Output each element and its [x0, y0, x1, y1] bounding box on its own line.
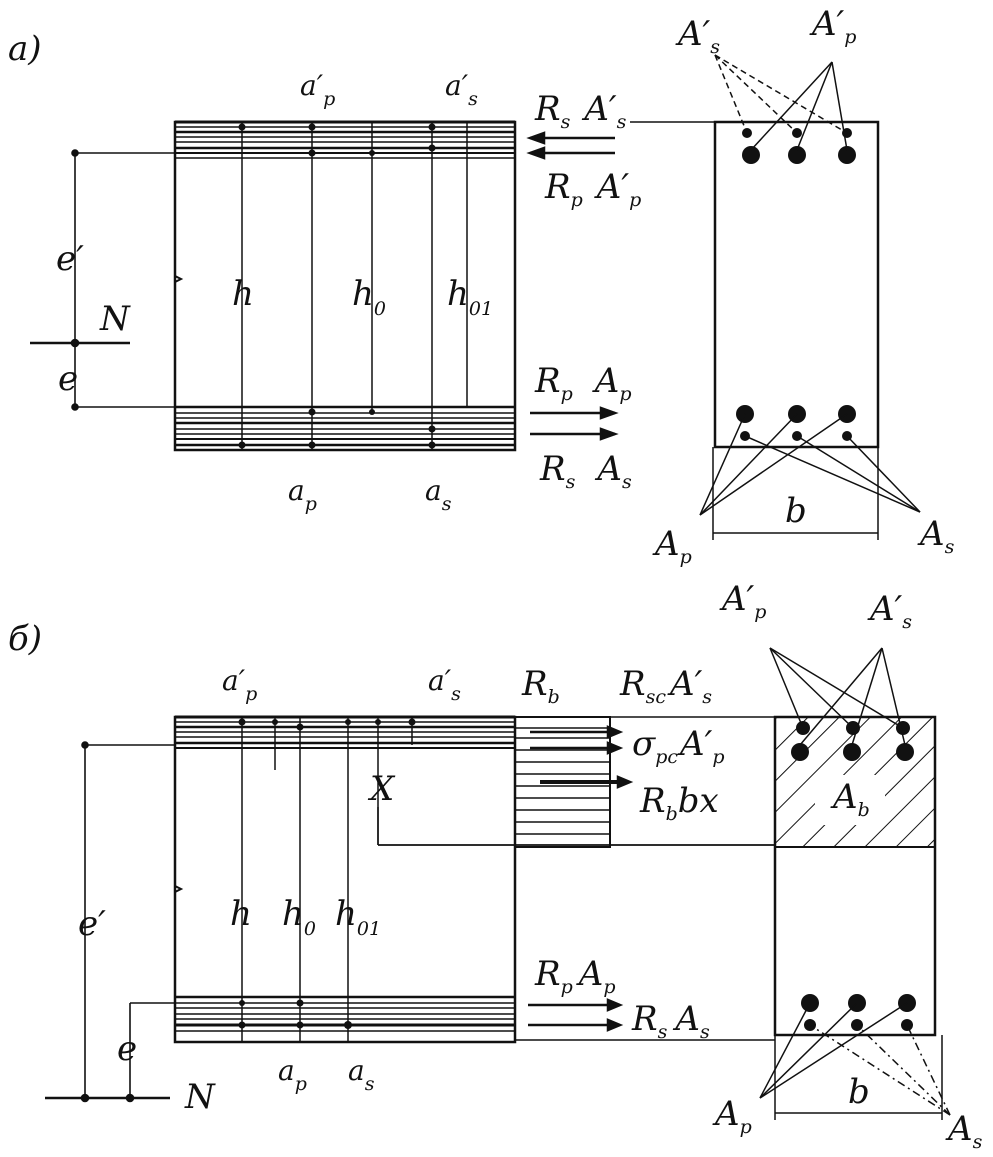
panel-b-force-sigma-pc-Ap-prime: σpcA′p: [632, 724, 724, 768]
panel-a-sec-Ap: Ap: [652, 524, 692, 568]
panel-b-stress-block: [514, 716, 775, 1042]
panel-a-section-leaders: [699, 54, 921, 540]
panel-a-as-prime: a′s: [445, 69, 478, 110]
panel-b-N: N: [184, 1077, 216, 1117]
panel-b-sec-Ap-prime: A′p: [719, 579, 766, 623]
panel-b-dim-ticks: [238, 718, 416, 1029]
panel-b-sec-Ab: Ab: [830, 777, 870, 821]
panel-b-force-arrows: [528, 725, 634, 1032]
panel-b: б): [8, 579, 983, 1153]
panel-b-top-rebar-lines: [175, 715, 515, 749]
panel-b-h0: h0: [282, 894, 316, 940]
panel-a-beam: [173, 120, 517, 452]
panel-b-e-prime: e′: [78, 904, 106, 944]
panel-a-ap: ap: [288, 474, 317, 515]
panel-a-top-rebar-lines: [175, 120, 515, 159]
panel-a-section-bars: [736, 128, 856, 441]
panel-a-bottom-rebar-lines: [175, 405, 515, 447]
panel-a-sec-As-prime: A′s: [675, 14, 720, 58]
panel-b-sec-As: As: [945, 1109, 983, 1153]
panel-a-e: e: [58, 359, 78, 399]
panel-a-sec-As: As: [917, 514, 955, 558]
panel-b-h: h: [230, 894, 252, 934]
panel-a-force-arrows: [526, 131, 619, 441]
panel-a-cross-section: A′s A′p Ap As b: [630, 4, 955, 568]
panel-b-as-prime: a′s: [428, 664, 461, 705]
panel-a-as: as: [425, 474, 452, 515]
panel-b-as: as: [348, 1054, 375, 1095]
panel-a-h: h: [232, 274, 254, 314]
panel-a-dim-ticks: [238, 123, 436, 449]
panel-b-sec-Ap: Ap: [712, 1094, 752, 1138]
panel-a-h01: h01: [447, 274, 493, 320]
panel-a-N: N: [99, 299, 131, 339]
panel-b-label: б): [8, 619, 42, 659]
panel-b-e: e: [117, 1029, 137, 1069]
panel-a-label: а): [8, 29, 42, 69]
panel-b-ap: ap: [278, 1054, 307, 1095]
panel-a-sec-b: b: [785, 491, 807, 531]
panel-a-e-prime: e′: [56, 239, 84, 279]
panel-b-force-Rb-bx: Rbbx: [639, 781, 719, 825]
panel-a-ap-prime: a′p: [300, 69, 335, 110]
panel-b-sec-b: b: [848, 1072, 870, 1112]
panel-a-h0: h0: [352, 274, 386, 320]
panel-b-ap-prime: a′p: [222, 664, 257, 705]
panel-b-section-leaders: [759, 647, 951, 1120]
panel-a-eccentricity: [30, 149, 175, 411]
panel-a: а): [8, 4, 955, 568]
panel-b-sec-As-prime: A′s: [867, 589, 912, 633]
panel-b-h01: h01: [335, 894, 381, 940]
panel-a-sec-Ap-prime: A′p: [809, 4, 856, 48]
panel-b-eccentricity: [45, 741, 175, 1103]
panel-b-beam: [173, 715, 517, 1044]
panel-b-cross-section: Ab A′p A′s Ap As b: [712, 579, 983, 1153]
panel-b-force-Rb: Rb: [521, 664, 560, 708]
panel-b-X: X: [367, 769, 396, 809]
